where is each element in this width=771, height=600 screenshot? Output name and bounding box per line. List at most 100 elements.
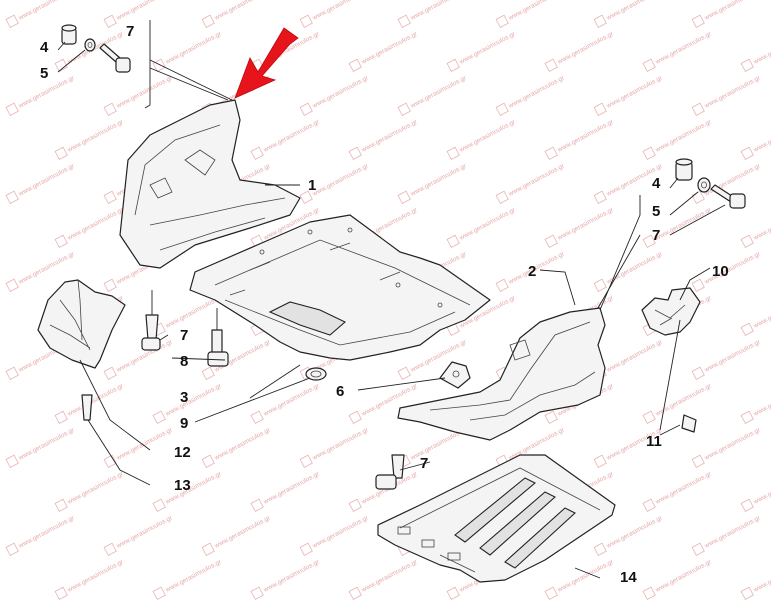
part-3-underbody-panel [189, 214, 491, 361]
watermark-logo-icon [54, 234, 68, 248]
watermark-tile: www.gerasimoulos.gr [544, 30, 615, 72]
watermark-tile: www.gerasimoulos.gr [544, 558, 615, 600]
watermark-text: www.gerasimoulos.gr [458, 206, 517, 242]
watermark-logo-icon [250, 146, 264, 160]
watermark-logo-icon [397, 102, 411, 116]
watermark-text: www.gerasimoulos.gr [605, 514, 664, 550]
watermark-tile: www.gerasimoulos.gr [201, 0, 272, 28]
watermark-logo-icon [642, 58, 656, 72]
watermark-tile: www.gerasimoulos.gr [593, 74, 664, 116]
watermark-tile: www.gerasimoulos.gr [740, 118, 771, 160]
watermark-text: www.gerasimoulos.gr [262, 558, 321, 594]
watermark-tile: www.gerasimoulos.gr [642, 470, 713, 512]
watermark-tile: www.gerasimoulos.gr [250, 118, 321, 160]
watermark-tile: www.gerasimoulos.gr [348, 30, 419, 72]
watermark-logo-icon [54, 146, 68, 160]
watermark-logo-icon [642, 498, 656, 512]
watermark-logo-icon [250, 586, 264, 600]
watermark-tile: www.gerasimoulos.gr [642, 382, 713, 424]
watermark-tile: www.gerasimoulos.gr [250, 470, 321, 512]
watermark-tile: www.gerasimoulos.gr [54, 470, 125, 512]
highlight-arrow [234, 27, 299, 99]
callout-4-right: 4 [652, 175, 661, 192]
watermark-text: www.gerasimoulos.gr [164, 30, 223, 66]
watermark-logo-icon [740, 410, 754, 424]
watermark-text: www.gerasimoulos.gr [703, 74, 762, 110]
watermark-logo-icon [103, 190, 117, 204]
watermark-text: www.gerasimoulos.gr [66, 470, 125, 506]
watermark-tile: www.gerasimoulos.gr [5, 0, 76, 28]
watermark-logo-icon [54, 58, 68, 72]
watermark-tile: www.gerasimoulos.gr [495, 74, 566, 116]
watermark-logo-icon [201, 14, 215, 28]
watermark-text: www.gerasimoulos.gr [752, 294, 771, 330]
watermark-logo-icon [495, 278, 509, 292]
watermark-tile: www.gerasimoulos.gr [446, 206, 517, 248]
part-14-skid-plate [377, 454, 616, 583]
watermark-logo-icon [544, 586, 558, 600]
watermark-logo-icon [299, 190, 313, 204]
callout-9: 9 [180, 415, 188, 432]
watermark-logo-icon [544, 146, 558, 160]
watermark-logo-icon [544, 234, 558, 248]
watermark-text: www.gerasimoulos.gr [213, 0, 272, 22]
watermark-logo-icon [740, 146, 754, 160]
watermark-tile: www.gerasimoulos.gr [103, 514, 174, 556]
watermark-logo-icon [299, 454, 313, 468]
watermark-logo-icon [54, 410, 68, 424]
watermark-tile: www.gerasimoulos.gr [54, 118, 125, 160]
watermark-text: www.gerasimoulos.gr [556, 30, 615, 66]
watermark-text: www.gerasimoulos.gr [752, 470, 771, 506]
watermark-tile: www.gerasimoulos.gr [103, 338, 174, 380]
watermark-logo-icon [152, 410, 166, 424]
watermark-tile: www.gerasimoulos.gr [691, 426, 762, 468]
watermark-text: www.gerasimoulos.gr [605, 338, 664, 374]
watermark-text: www.gerasimoulos.gr [507, 250, 566, 286]
watermark-tile: www.gerasimoulos.gr [642, 30, 713, 72]
callout-7-top-left: 7 [126, 23, 134, 40]
watermark-tile: www.gerasimoulos.gr [740, 30, 771, 72]
watermark-text: www.gerasimoulos.gr [507, 0, 566, 22]
watermark-tile: www.gerasimoulos.gr [397, 74, 468, 116]
callout-2: 2 [528, 263, 536, 280]
watermark-tile: www.gerasimoulos.gr [544, 118, 615, 160]
callout-13: 13 [174, 477, 191, 494]
watermark-logo-icon [103, 14, 117, 28]
watermark-tile: www.gerasimoulos.gr [5, 162, 76, 204]
watermark-tile: www.gerasimoulos.gr [152, 30, 223, 72]
watermark-text: www.gerasimoulos.gr [556, 118, 615, 154]
watermark-logo-icon [103, 278, 117, 292]
watermark-logo-icon [299, 14, 313, 28]
watermark-text: www.gerasimoulos.gr [213, 514, 272, 550]
watermark-tile: www.gerasimoulos.gr [593, 0, 664, 28]
watermark-text: www.gerasimoulos.gr [409, 74, 468, 110]
watermark-logo-icon [299, 542, 313, 556]
callout-8: 8 [180, 353, 188, 370]
watermark-logo-icon [691, 454, 705, 468]
watermark-text: www.gerasimoulos.gr [703, 426, 762, 462]
watermark-logo-icon [250, 498, 264, 512]
watermark-text: www.gerasimoulos.gr [703, 162, 762, 198]
watermark-logo-icon [642, 410, 656, 424]
watermark-text: www.gerasimoulos.gr [556, 206, 615, 242]
watermark-tile: www.gerasimoulos.gr [348, 558, 419, 600]
watermark-text: www.gerasimoulos.gr [556, 558, 615, 594]
watermark-logo-icon [593, 542, 607, 556]
watermark-text: www.gerasimoulos.gr [115, 74, 174, 110]
watermark-text: www.gerasimoulos.gr [409, 0, 468, 22]
watermark-tile: www.gerasimoulos.gr [103, 0, 174, 28]
watermark-tile: www.gerasimoulos.gr [103, 74, 174, 116]
watermark-logo-icon [5, 102, 19, 116]
watermark-tile: www.gerasimoulos.gr [446, 30, 517, 72]
watermark-text: www.gerasimoulos.gr [605, 74, 664, 110]
watermark-text: www.gerasimoulos.gr [164, 382, 223, 418]
watermark-logo-icon [593, 14, 607, 28]
watermark-text: www.gerasimoulos.gr [752, 382, 771, 418]
watermark-logo-icon [103, 102, 117, 116]
watermark-text: www.gerasimoulos.gr [262, 470, 321, 506]
watermark-text: www.gerasimoulos.gr [703, 338, 762, 374]
callout-6: 6 [336, 383, 344, 400]
watermark-logo-icon [348, 410, 362, 424]
